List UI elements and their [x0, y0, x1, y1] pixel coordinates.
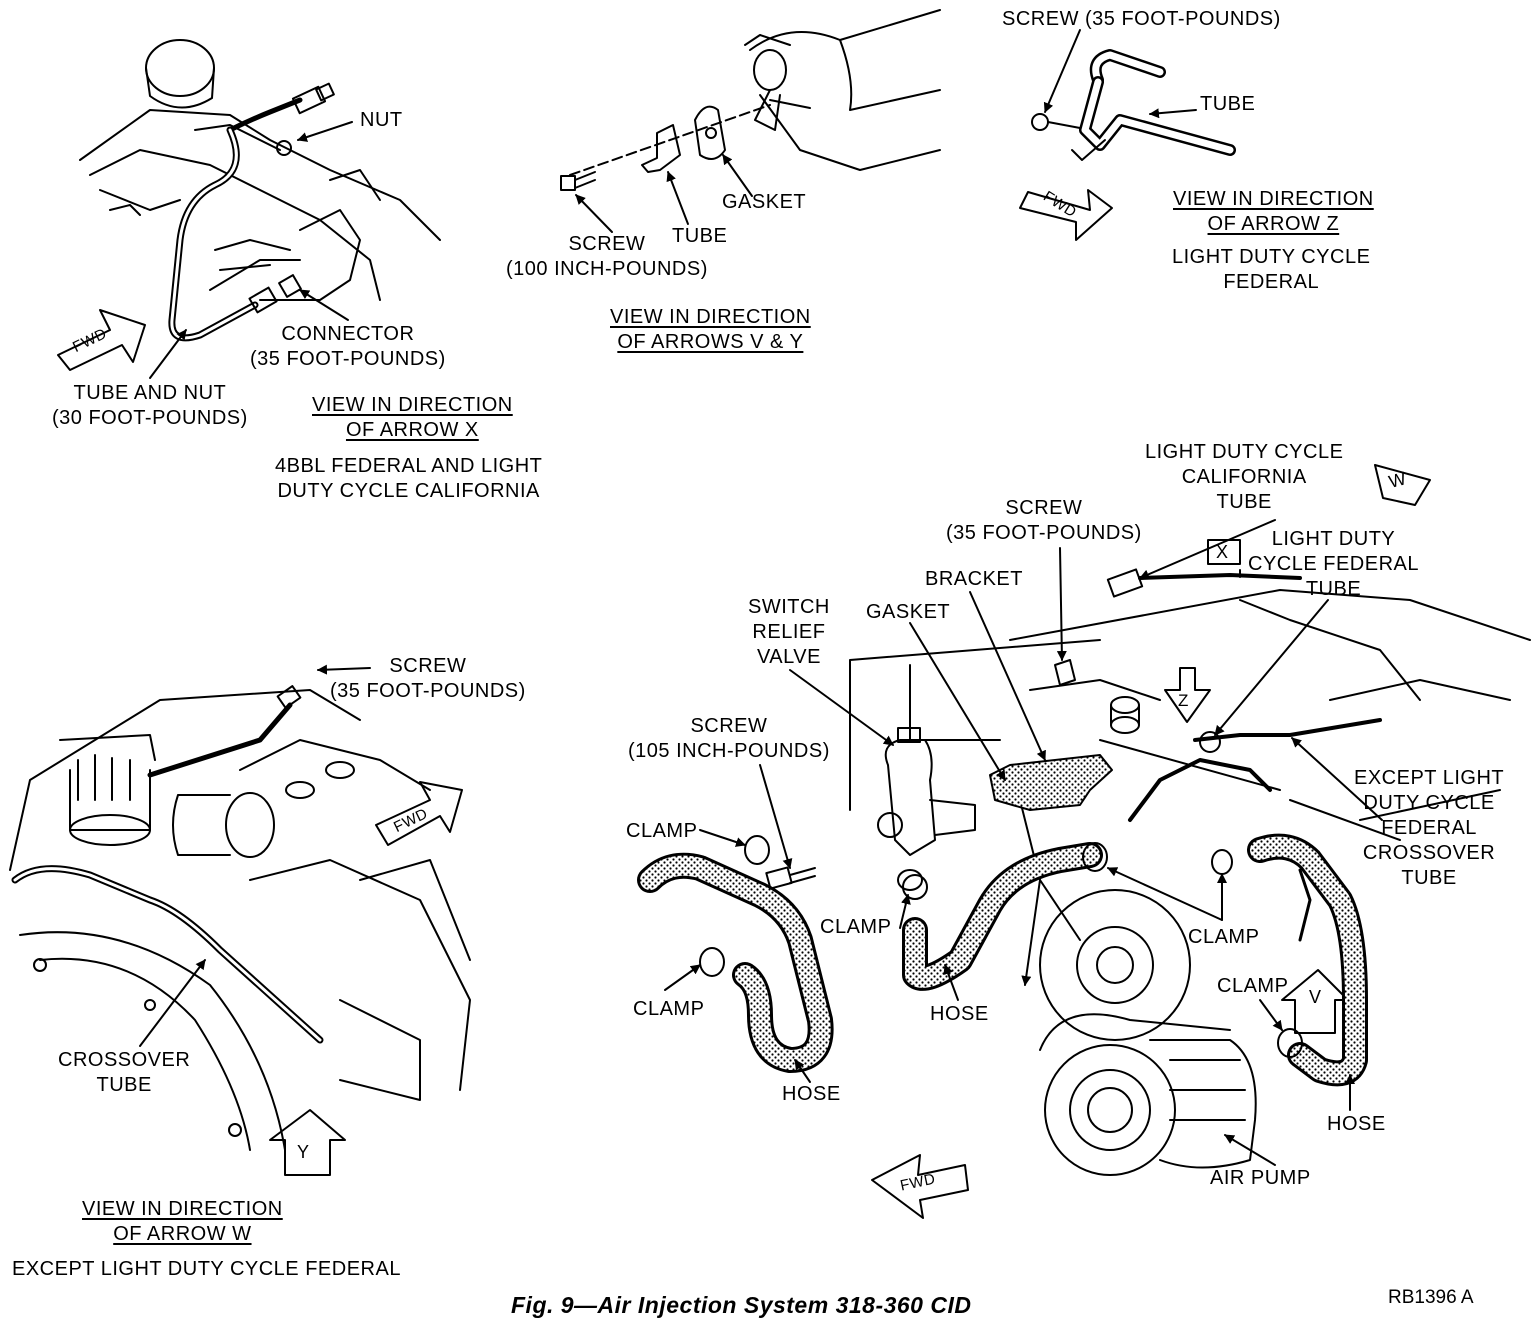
view-vy-drawing — [560, 9, 941, 233]
tube-and-nut-label: TUBE AND NUT(30 FOOT-POUNDS) — [52, 382, 248, 429]
nut-label: NUT — [360, 109, 403, 131]
view-x-drawing — [57, 39, 441, 379]
screw-label-vy: SCREW(100 INCH-POUNDS) — [506, 233, 708, 280]
clamp-label-1: CLAMP — [626, 820, 698, 842]
view-w-drawing — [9, 664, 471, 1176]
arrow-x-label: X — [1216, 542, 1229, 562]
view-z-drawing — [1019, 29, 1236, 241]
screw-label-w: SCREW(35 FOOT-POUNDS) — [330, 655, 526, 702]
arrow-v-label: V — [1309, 987, 1322, 1007]
tube-label-z: TUBE — [1200, 93, 1256, 115]
arrow-z-label: Z — [1178, 691, 1189, 710]
screw-105-label: SCREW(105 INCH-POUNDS) — [628, 715, 830, 762]
view-w-subtitle: EXCEPT LIGHT DUTY CYCLE FEDERAL — [12, 1258, 401, 1280]
bracket-label: BRACKET — [925, 568, 1023, 590]
clamp-label-4: CLAMP — [1188, 926, 1260, 948]
gasket-label-main: GASKET — [866, 601, 951, 623]
connector-label: CONNECTOR(35 FOOT-POUNDS) — [250, 323, 446, 370]
gasket-label-vy: GASKET — [722, 191, 807, 213]
screw-35-label: SCREW(35 FOOT-POUNDS) — [946, 497, 1142, 544]
arrow-y-label: Y — [297, 1142, 310, 1162]
screw-label-z: SCREW (35 FOOT-POUNDS) — [1002, 8, 1281, 30]
figure-code: RB1396 A — [1388, 1287, 1474, 1308]
tube-label-vy: TUBE — [672, 225, 728, 247]
figure-caption: Fig. 9—Air Injection System 318-360 CID — [511, 1292, 972, 1318]
air-pump-label: AIR PUMP — [1210, 1167, 1311, 1189]
hose-label-2: HOSE — [930, 1003, 989, 1025]
hose-label-3: HOSE — [1327, 1113, 1386, 1135]
clamp-label-2: CLAMP — [633, 998, 705, 1020]
main-view-drawing — [637, 464, 1531, 1219]
clamp-label-3: CLAMP — [820, 916, 892, 938]
hose-label-1: HOSE — [782, 1083, 841, 1105]
clamp-label-5: CLAMP — [1217, 975, 1289, 997]
